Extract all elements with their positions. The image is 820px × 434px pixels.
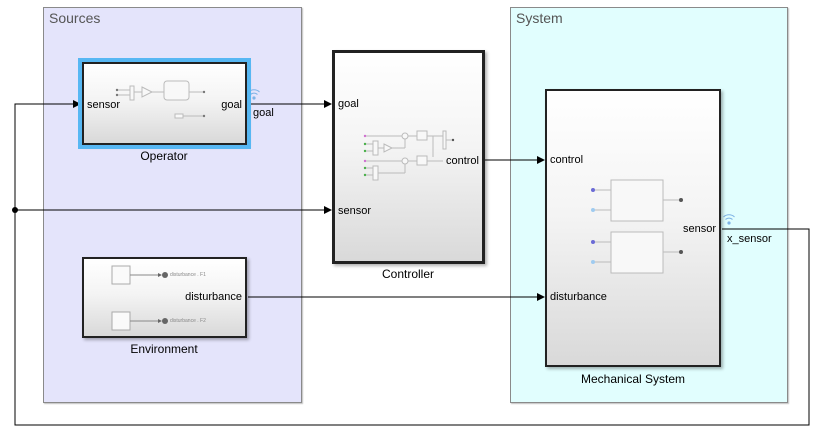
operator-block-name[interactable]: Operator [140, 149, 188, 163]
branch-point [12, 207, 18, 213]
operator-internal-preview [115, 80, 206, 119]
mechanical-system-block-name[interactable]: Mechanical System [580, 372, 686, 386]
environment-internal-label-f2: disturbance . F2 [170, 318, 206, 324]
operator-output-goal[interactable]: goal [221, 99, 242, 111]
controller-input-goal[interactable]: goal [338, 98, 359, 110]
operator-input-sensor[interactable]: sensor [87, 99, 121, 111]
environment-block[interactable]: disturbance . F1 disturbance . F2 distur… [82, 257, 247, 338]
controller-block-name[interactable]: Controller [381, 267, 435, 281]
environment-block-name[interactable]: Environment [130, 342, 198, 356]
environment-internal-label-f1: disturbance . F1 [170, 272, 206, 278]
logged-signal-icon-goal [248, 89, 260, 100]
environment-internal-preview [111, 265, 168, 331]
environment-output-disturbance[interactable]: disturbance [185, 291, 242, 303]
mechanical-input-control[interactable]: control [550, 154, 584, 166]
mechanical-output-sensor[interactable]: sensor [682, 223, 716, 235]
sources-area-title: Sources [49, 10, 101, 26]
signal-label-goal[interactable]: goal [253, 107, 274, 119]
mechanical-input-disturbance[interactable]: disturbance [550, 291, 607, 303]
operator-block[interactable]: sensor goal [78, 58, 251, 149]
system-area-title: System [516, 10, 563, 26]
wire-sensor-feedback[interactable] [14, 100, 810, 426]
controller-input-sensor[interactable]: sensor [338, 205, 372, 217]
mechanical-system-block[interactable]: control disturbance sensor [545, 89, 721, 367]
controller-internal-preview [363, 130, 455, 181]
controller-output-control[interactable]: control [445, 155, 479, 167]
controller-block[interactable]: goal sensor control [332, 50, 485, 264]
signal-label-x-sensor[interactable]: x_sensor [727, 233, 772, 245]
mechanical-internal-preview [591, 179, 683, 274]
logged-signal-icon-x-sensor [723, 214, 735, 225]
